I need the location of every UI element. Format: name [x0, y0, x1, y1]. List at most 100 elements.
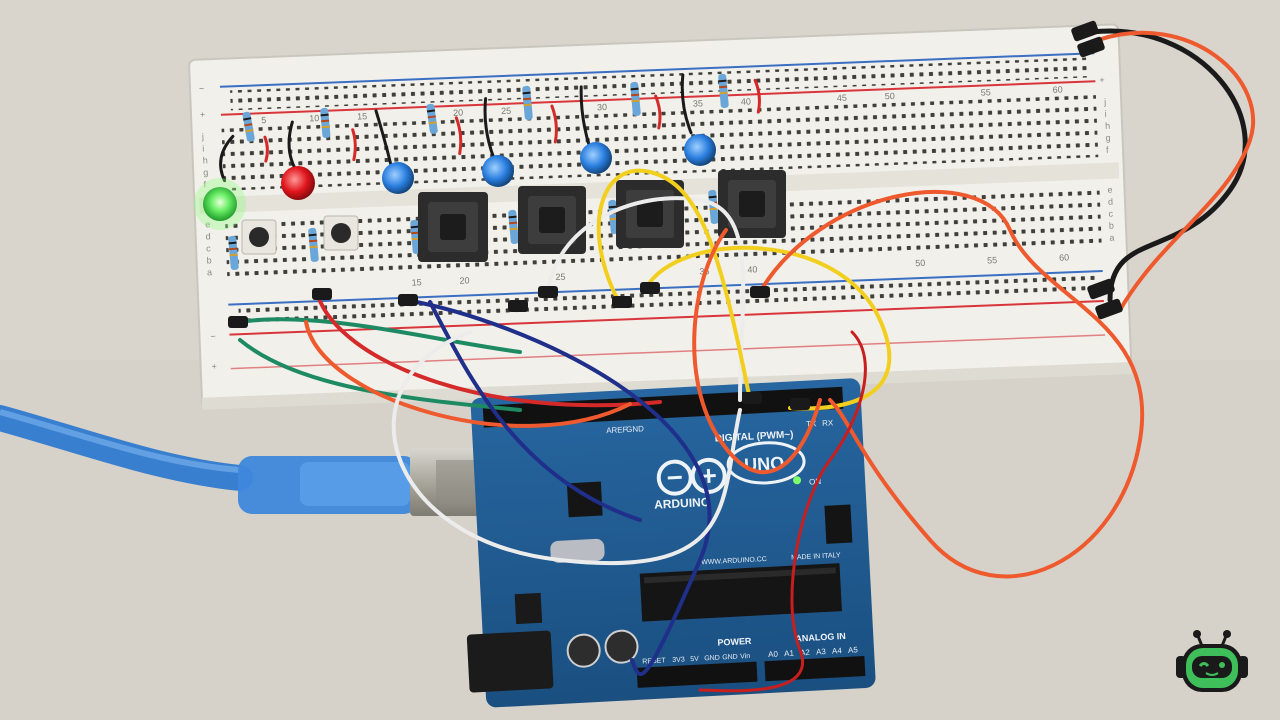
black-wire [1089, 28, 1248, 303]
svg-text:f: f [203, 179, 206, 189]
svg-text:5: 5 [261, 115, 266, 125]
usb-cable [0, 405, 525, 516]
svg-text:60: 60 [1059, 252, 1069, 262]
svg-text:i: i [1104, 109, 1106, 119]
svg-text:3V3: 3V3 [672, 656, 685, 664]
analog-header [764, 655, 866, 682]
svg-text:A0: A0 [768, 649, 779, 659]
orange-wire [692, 228, 822, 475]
crystal-oscillator [550, 538, 605, 563]
svg-text:a: a [1109, 233, 1114, 243]
svg-text:25: 25 [555, 272, 565, 282]
svg-text:c: c [206, 243, 211, 253]
svg-text:h: h [203, 155, 208, 165]
green-wire [238, 338, 522, 412]
resistor [522, 85, 533, 120]
svg-text:45: 45 [837, 93, 847, 103]
analog-label: ANALOG IN [795, 631, 846, 644]
svg-text:55: 55 [987, 255, 997, 265]
svg-text:b: b [206, 255, 211, 265]
svg-text:A2: A2 [800, 648, 811, 658]
svg-text:50: 50 [915, 258, 925, 268]
svg-text:a: a [207, 267, 212, 277]
resistor [508, 209, 519, 244]
push-button [518, 186, 586, 254]
rx-label: RX [822, 418, 834, 428]
arduino-logo-icon [656, 457, 727, 496]
svg-text:30: 30 [597, 102, 607, 112]
svg-text:A1: A1 [784, 649, 795, 659]
svg-text:60: 60 [1052, 84, 1062, 94]
green-led [203, 187, 237, 221]
on-label: ON [809, 477, 822, 487]
row-letters-right: j i h g f e d c b a [1103, 97, 1115, 243]
svg-text:A4: A4 [832, 646, 843, 656]
svg-text:50: 50 [885, 91, 895, 101]
icsp-header [824, 504, 853, 544]
resistor [308, 227, 319, 262]
svg-text:h: h [1105, 121, 1110, 131]
blue-wire [404, 298, 712, 677]
aref-label: AREF [606, 425, 628, 435]
svg-text:15: 15 [411, 277, 421, 287]
orange-wire [758, 189, 1145, 579]
blue-led [482, 155, 514, 187]
black-ground-leads [219, 73, 693, 183]
resistor [242, 111, 255, 142]
column-numbers-top: 5 10 15 20 25 30 35 40 45 50 55 60 [261, 84, 1063, 125]
svg-text:e: e [1107, 185, 1112, 195]
capacitor [566, 633, 601, 668]
blue-led [580, 142, 612, 174]
svg-text:j: j [1103, 97, 1106, 107]
svg-text:j: j [201, 131, 204, 141]
blue-wire [428, 300, 642, 522]
resistor [630, 81, 641, 116]
website-label: WWW.ARDUINO.CC [701, 556, 767, 566]
svg-text:b: b [1109, 221, 1114, 231]
svg-text:40: 40 [741, 96, 751, 106]
svg-text:GND: GND [722, 654, 738, 662]
svg-text:A3: A3 [816, 647, 827, 657]
green-wire [238, 317, 522, 354]
resistor [718, 73, 729, 108]
svg-text:d: d [1108, 197, 1113, 207]
rail-minus-label-bottom: − [210, 331, 216, 341]
svg-text:55: 55 [981, 87, 991, 97]
rail-plus-label-bottom: + [211, 361, 217, 371]
svg-text:20: 20 [459, 275, 469, 285]
svg-text:35: 35 [693, 98, 703, 108]
svg-text:20: 20 [453, 107, 463, 117]
svg-text:25: 25 [501, 106, 511, 116]
push-button [418, 192, 488, 262]
power-label: POWER [717, 636, 752, 648]
red-wire [316, 294, 662, 408]
power-header [636, 661, 758, 688]
orange-wire [1096, 30, 1256, 312]
resistor [228, 235, 239, 270]
gnd-label: GND [626, 424, 644, 434]
svg-text:f: f [1106, 145, 1109, 155]
on-indicator-led [793, 476, 802, 485]
resistor [426, 103, 438, 134]
svg-text:g: g [203, 167, 208, 177]
voltage-regulator [514, 592, 543, 625]
red-rail-jumpers [263, 78, 761, 163]
svg-text:5V: 5V [690, 656, 699, 663]
orange-wire [304, 320, 632, 428]
dc-power-jack [466, 630, 554, 693]
rail-plus-label-right: + [1099, 75, 1105, 85]
push-button [616, 180, 684, 248]
made-in-italy-label: MADE IN ITALY [791, 552, 841, 562]
analog-pin-labels: A0 A1 A2 A3 A4 A5 [768, 645, 859, 659]
yellow-wire [596, 168, 752, 402]
svg-text:i: i [202, 143, 204, 153]
svg-text:A5: A5 [848, 645, 859, 655]
svg-text:Vin: Vin [740, 653, 750, 661]
svg-text:15: 15 [357, 111, 367, 121]
svg-text:g: g [1105, 133, 1110, 143]
resistor [320, 107, 331, 138]
push-button-small [323, 215, 359, 251]
rail-minus-label: − [199, 83, 205, 93]
capacitor [604, 629, 639, 664]
arduino-brand: ARDUINO [654, 495, 711, 512]
